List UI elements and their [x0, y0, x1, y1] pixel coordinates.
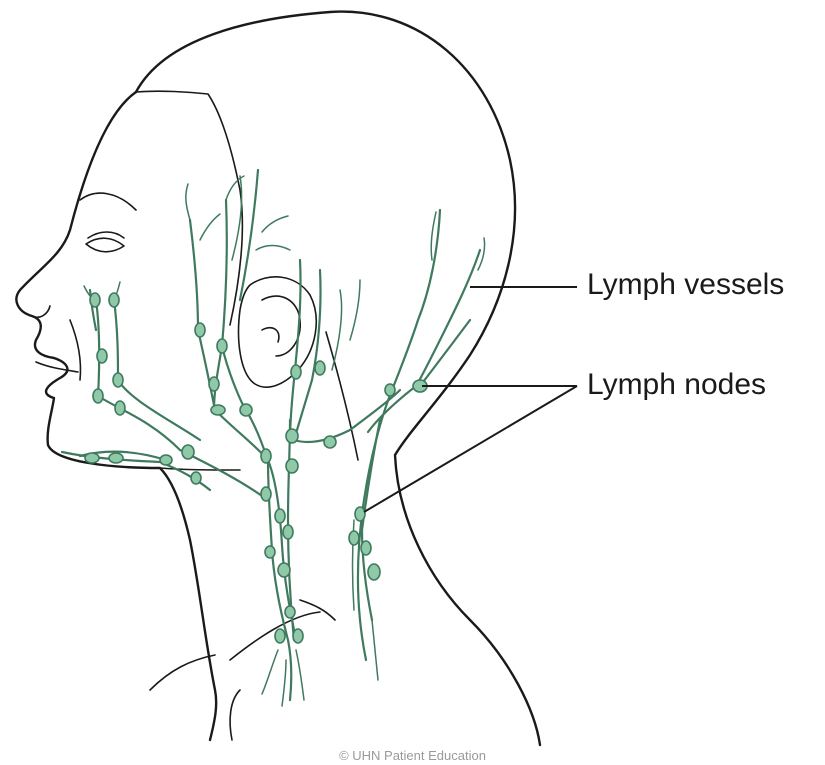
lymph-node [275, 509, 285, 523]
lymph-node [261, 487, 271, 501]
lymph-node [368, 564, 380, 580]
lymph-node [293, 629, 303, 643]
label-lymph-nodes: Lymph nodes [587, 370, 766, 400]
lymph-node [315, 361, 325, 375]
lymph-node [285, 606, 295, 618]
label-lymph-vessels: Lymph vessels [587, 270, 784, 300]
lymph-vessel-network [62, 170, 485, 706]
lymph-node [291, 365, 301, 379]
lymph-node [286, 429, 298, 443]
lymph-node [261, 449, 271, 463]
lymph-node [275, 629, 285, 643]
lymph-node [349, 531, 359, 545]
lymph-node [113, 373, 123, 387]
lymph-node [240, 404, 252, 416]
lymph-node [278, 563, 290, 577]
lymph-node [182, 445, 194, 459]
lymph-node [93, 389, 103, 403]
leader-lymph-nodes-lower [364, 386, 577, 512]
lymph-node [209, 377, 219, 391]
lymph-node [361, 541, 371, 555]
lymph-node [191, 472, 201, 484]
lymph-node [211, 405, 225, 415]
lymph-node [85, 453, 99, 463]
lymph-node [90, 293, 100, 307]
lymph-node [115, 401, 125, 415]
lymph-node [324, 436, 336, 448]
lymph-node [160, 455, 172, 465]
lymph-node [265, 546, 275, 558]
lymph-node [355, 507, 365, 521]
lymph-node [283, 525, 293, 539]
lymph-node [109, 453, 123, 463]
lymph-node [385, 384, 395, 396]
lymph-node [109, 293, 119, 307]
lymph-node [195, 323, 205, 337]
lymph-node [217, 339, 227, 353]
lymph-node [286, 459, 298, 473]
credit-text: © UHN Patient Education [0, 748, 825, 763]
lymph-node [97, 349, 107, 363]
